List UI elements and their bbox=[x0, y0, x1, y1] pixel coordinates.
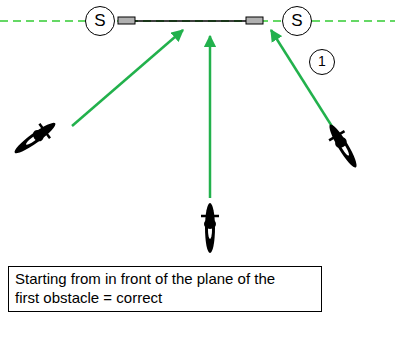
approach-arrow bbox=[271, 30, 333, 128]
marker-label: 1 bbox=[318, 53, 326, 71]
marker-label: S bbox=[291, 10, 302, 31]
caption-text: Starting from in front of the plane of t… bbox=[15, 270, 277, 308]
motorcycle bbox=[201, 203, 219, 253]
bar-end bbox=[246, 17, 263, 24]
approach-arrow bbox=[209, 36, 212, 198]
obstacle-bar bbox=[128, 20, 252, 22]
caption-box: Starting from in front of the plane of t… bbox=[8, 266, 322, 312]
motorcycle bbox=[322, 120, 363, 172]
callout-number: 1 bbox=[309, 49, 335, 75]
start-marker: S bbox=[85, 6, 115, 36]
marker-label: S bbox=[94, 10, 105, 31]
obstacle-plane bbox=[0, 20, 395, 22]
start-marker: S bbox=[282, 6, 312, 36]
bar-end bbox=[118, 17, 135, 24]
approach-arrow bbox=[72, 30, 183, 126]
motorcycle bbox=[9, 116, 60, 160]
